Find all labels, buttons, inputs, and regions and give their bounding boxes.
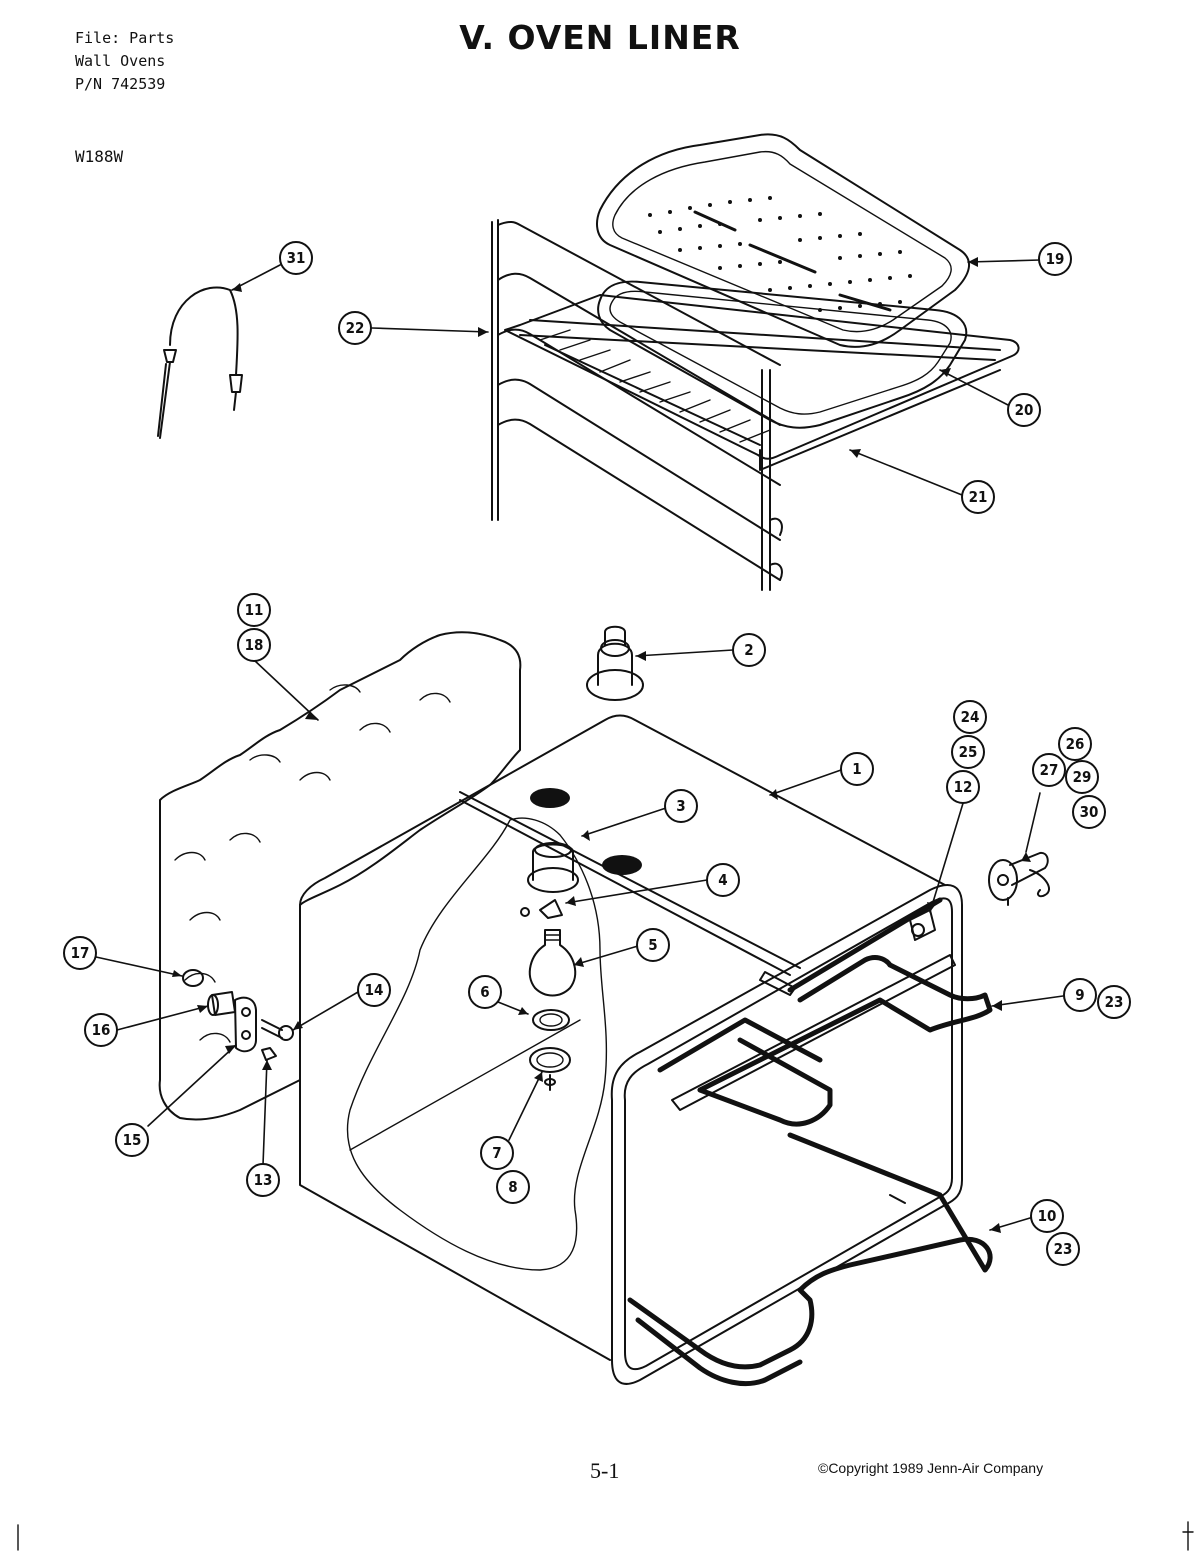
svg-text:16: 16 xyxy=(92,1021,111,1039)
callout-4: 4 xyxy=(706,863,740,897)
svg-text:1: 1 xyxy=(852,760,861,778)
callout-6: 6 xyxy=(468,975,502,1009)
svg-text:10: 10 xyxy=(1038,1207,1057,1225)
copyright-notice: ©Copyright 1989 Jenn-Air Company xyxy=(818,1460,1044,1476)
callout-17: 17 xyxy=(63,936,97,970)
meat-probe-drawing xyxy=(157,286,243,439)
svg-text:24: 24 xyxy=(961,708,980,726)
callout-19: 19 xyxy=(1038,242,1072,276)
callout-23-broil: 23 xyxy=(1097,985,1131,1019)
svg-text:31: 31 xyxy=(287,249,306,267)
light-receptacle-drawing xyxy=(586,625,644,701)
model-label: W188W xyxy=(75,147,124,166)
svg-text:4: 4 xyxy=(718,871,727,889)
sensor-drawing xyxy=(909,909,936,941)
part-number-label: P/N 742539 xyxy=(75,75,166,93)
svg-text:19: 19 xyxy=(1046,250,1065,268)
callout-5: 5 xyxy=(636,928,670,962)
svg-text:20: 20 xyxy=(1015,401,1034,419)
lamp-lens-drawing xyxy=(529,1009,571,1091)
svg-text:30: 30 xyxy=(1080,803,1099,821)
svg-text:23: 23 xyxy=(1105,993,1124,1011)
callout-21: 21 xyxy=(961,480,995,514)
svg-text:27: 27 xyxy=(1040,761,1059,779)
rack-support-drawing xyxy=(491,219,783,591)
callout-25: 25 xyxy=(951,735,985,769)
page-title: V. OVEN LINER xyxy=(459,18,741,57)
callout-31: 31 xyxy=(279,241,313,275)
svg-text:14: 14 xyxy=(365,981,384,999)
callout-8: 8 xyxy=(496,1170,530,1204)
svg-text:6: 6 xyxy=(480,983,489,1001)
callout-20: 20 xyxy=(1007,393,1041,427)
svg-text:2: 2 xyxy=(744,641,753,659)
callout-9: 9 xyxy=(1063,978,1097,1012)
oven-liner-drawing xyxy=(299,714,963,1385)
svg-text:7: 7 xyxy=(492,1144,501,1162)
broil-element-drawing xyxy=(657,897,993,1127)
callout-27: 27 xyxy=(1032,753,1066,787)
callout-29: 29 xyxy=(1065,760,1099,794)
bake-element-drawing xyxy=(627,1132,993,1387)
callout-13: 13 xyxy=(246,1163,280,1197)
svg-text:11: 11 xyxy=(245,601,264,619)
svg-text:29: 29 xyxy=(1073,768,1092,786)
leader-lines xyxy=(95,259,1064,1231)
insulation-drawing xyxy=(158,631,522,1121)
svg-text:5: 5 xyxy=(648,936,657,954)
callout-1: 1 xyxy=(840,752,874,786)
callout-15: 15 xyxy=(115,1123,149,1157)
callout-7: 7 xyxy=(480,1136,514,1170)
oven-rack-drawing xyxy=(504,294,1020,471)
callout-3: 3 xyxy=(664,789,698,823)
svg-text:18: 18 xyxy=(245,636,264,654)
svg-text:15: 15 xyxy=(123,1131,142,1149)
svg-text:12: 12 xyxy=(954,778,973,796)
svg-text:22: 22 xyxy=(346,319,365,337)
callout-11: 11 xyxy=(237,593,271,627)
callout-30: 30 xyxy=(1072,795,1106,829)
hinge-parts-drawing xyxy=(182,969,294,1061)
callout-23-bake: 23 xyxy=(1046,1232,1080,1266)
callout-14: 14 xyxy=(357,973,391,1007)
svg-text:3: 3 xyxy=(676,797,685,815)
callout-16: 16 xyxy=(84,1013,118,1047)
svg-text:8: 8 xyxy=(508,1178,517,1196)
svg-text:17: 17 xyxy=(71,944,90,962)
page-number: 5-1 xyxy=(590,1458,620,1483)
svg-text:23: 23 xyxy=(1054,1240,1073,1258)
callout-24: 24 xyxy=(953,700,987,734)
callout-18: 18 xyxy=(237,628,271,662)
svg-text:13: 13 xyxy=(254,1171,273,1189)
callout-12: 12 xyxy=(946,770,980,804)
svg-text:25: 25 xyxy=(959,743,978,761)
lamp-socket-drawing xyxy=(520,842,579,919)
file-label: File: Parts xyxy=(75,29,175,47)
light-bulb-drawing xyxy=(528,929,577,997)
arrowheads xyxy=(172,257,1031,1233)
temperature-probe-receptacle-drawing xyxy=(988,851,1050,906)
callout-10: 10 xyxy=(1030,1199,1064,1233)
svg-text:9: 9 xyxy=(1075,986,1084,1004)
callout-22: 22 xyxy=(338,311,372,345)
svg-text:21: 21 xyxy=(969,488,988,506)
callout-2: 2 xyxy=(732,633,766,667)
callout-26: 26 xyxy=(1058,727,1092,761)
svg-text:26: 26 xyxy=(1066,735,1085,753)
product-label: Wall Ovens xyxy=(75,52,166,70)
